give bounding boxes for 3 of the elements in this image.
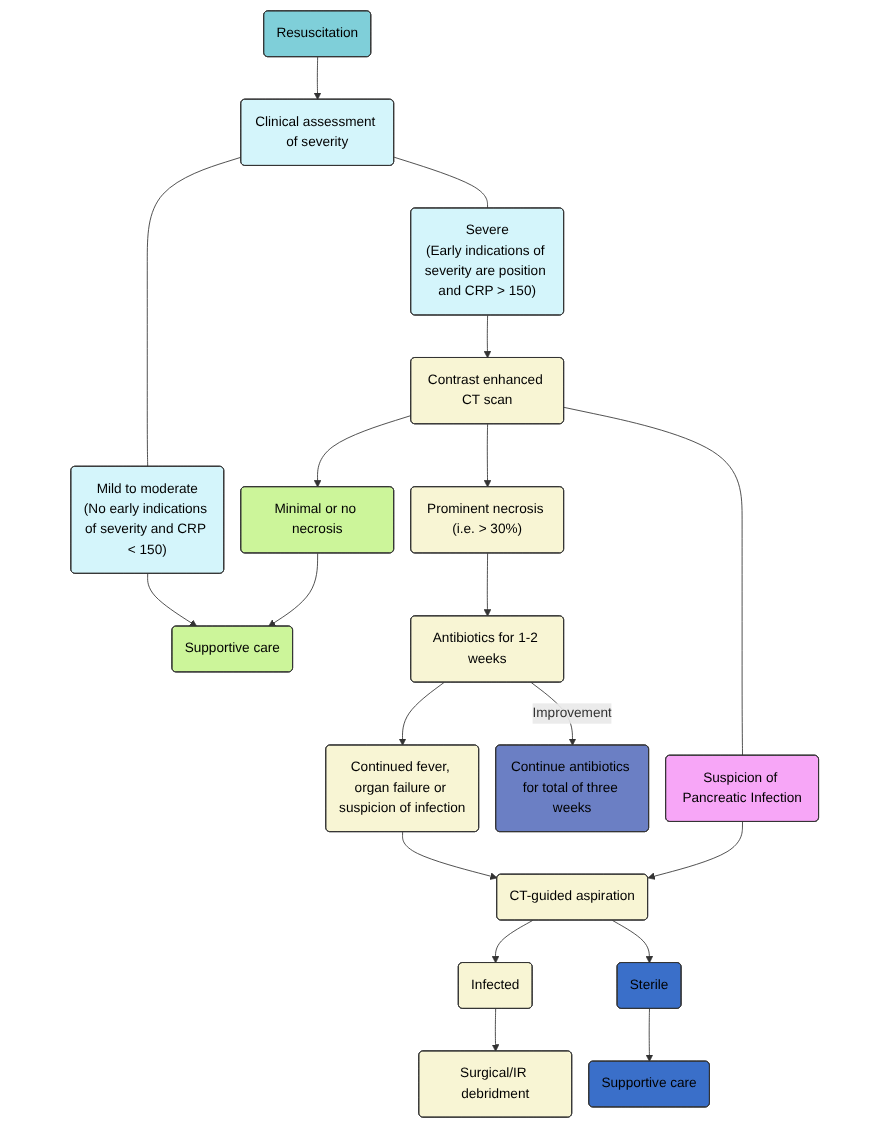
connector: [146, 156, 241, 468]
connector: [393, 156, 488, 209]
connector: [562, 406, 743, 757]
